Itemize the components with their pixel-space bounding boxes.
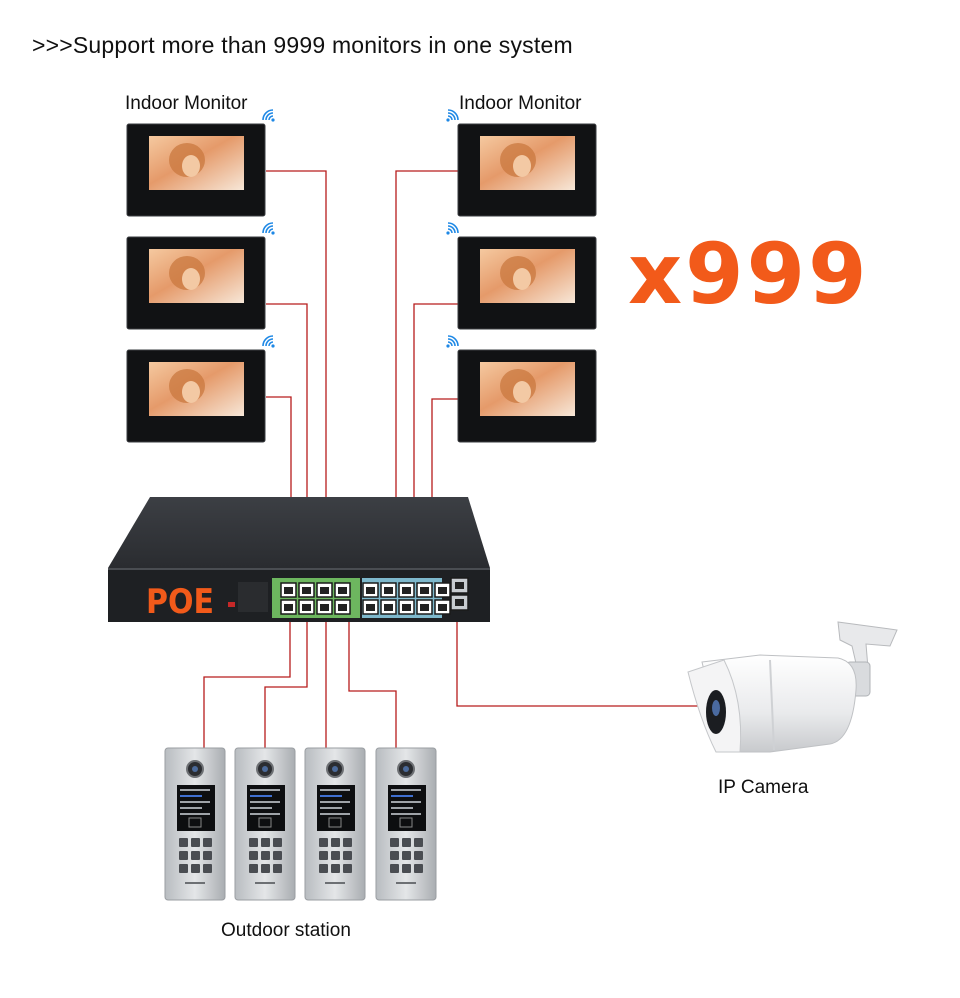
indoor-monitor-label-left: Indoor Monitor (125, 93, 248, 114)
wire-outdoor-2 (264, 615, 308, 752)
keypad-key (402, 864, 411, 873)
keypad-key (319, 864, 328, 873)
switch-top-face (108, 497, 490, 568)
wire-camera (456, 615, 703, 707)
multiplier-text: x999 (628, 225, 870, 323)
keypad-key (249, 851, 258, 860)
indoor-monitor (126, 109, 275, 217)
indoor-monitor (126, 335, 275, 443)
wires (203, 170, 703, 752)
keypad-key (319, 851, 328, 860)
keypad-key (203, 838, 212, 847)
keypad-key (203, 864, 212, 873)
wifi-icon (446, 222, 459, 235)
keypad-key (331, 851, 340, 860)
keypad-key (179, 838, 188, 847)
keypad-key (191, 838, 200, 847)
outdoor-station (234, 747, 296, 901)
indoor-monitor (446, 335, 597, 443)
wifi-icon (262, 335, 275, 348)
keypad-key (402, 838, 411, 847)
indoor-monitor (446, 222, 597, 330)
keypad-key (273, 851, 282, 860)
wifi-icon (262, 222, 275, 235)
keypad-key (261, 851, 270, 860)
keypad-key (343, 838, 352, 847)
keypad-key (261, 864, 270, 873)
keypad-key (179, 851, 188, 860)
keypad-key (390, 838, 399, 847)
keypad-key (343, 851, 352, 860)
wifi-icon (446, 109, 459, 122)
keypad-key (179, 864, 188, 873)
keypad-key (390, 864, 399, 873)
wire-right-monitor-1 (395, 170, 458, 583)
wire-right-monitor-2 (413, 303, 458, 583)
keypad-key (191, 851, 200, 860)
switch-brand-text: POE (146, 582, 214, 622)
keypad-key (249, 864, 258, 873)
keypad-key (319, 838, 328, 847)
outdoor-station (304, 747, 366, 901)
keypad-key (331, 864, 340, 873)
keypad-key (390, 851, 399, 860)
indoor-monitor-label-right: Indoor Monitor (459, 93, 582, 114)
indoor-monitor (446, 109, 597, 217)
indoor-monitor (126, 222, 275, 330)
keypad-key (343, 864, 352, 873)
keypad-key (203, 851, 212, 860)
wifi-icon (262, 109, 275, 122)
keypad-key (191, 864, 200, 873)
keypad-key (273, 864, 282, 873)
wire-left-monitor-2 (266, 303, 308, 583)
keypad-key (414, 851, 423, 860)
outdoor-station-label: Outdoor station (221, 920, 351, 941)
keypad-key (414, 864, 423, 873)
headline: >>>Support more than 9999 monitors in on… (32, 32, 573, 58)
ip-camera (687, 621, 898, 753)
keypad-key (261, 838, 270, 847)
ip-camera-label: IP Camera (718, 777, 809, 798)
keypad-key (273, 838, 282, 847)
wire-outdoor-1 (203, 615, 291, 752)
wire-outdoor-4 (348, 615, 397, 752)
outdoor-station (375, 747, 437, 901)
wifi-icon (446, 335, 459, 348)
keypad-key (414, 838, 423, 847)
switch-led-panel (228, 582, 268, 612)
poe-switch: POE (108, 497, 490, 622)
keypad-key (331, 838, 340, 847)
outdoor-station (164, 747, 226, 901)
keypad-key (402, 851, 411, 860)
wire-left-monitor-1 (266, 170, 327, 583)
keypad-key (249, 838, 258, 847)
